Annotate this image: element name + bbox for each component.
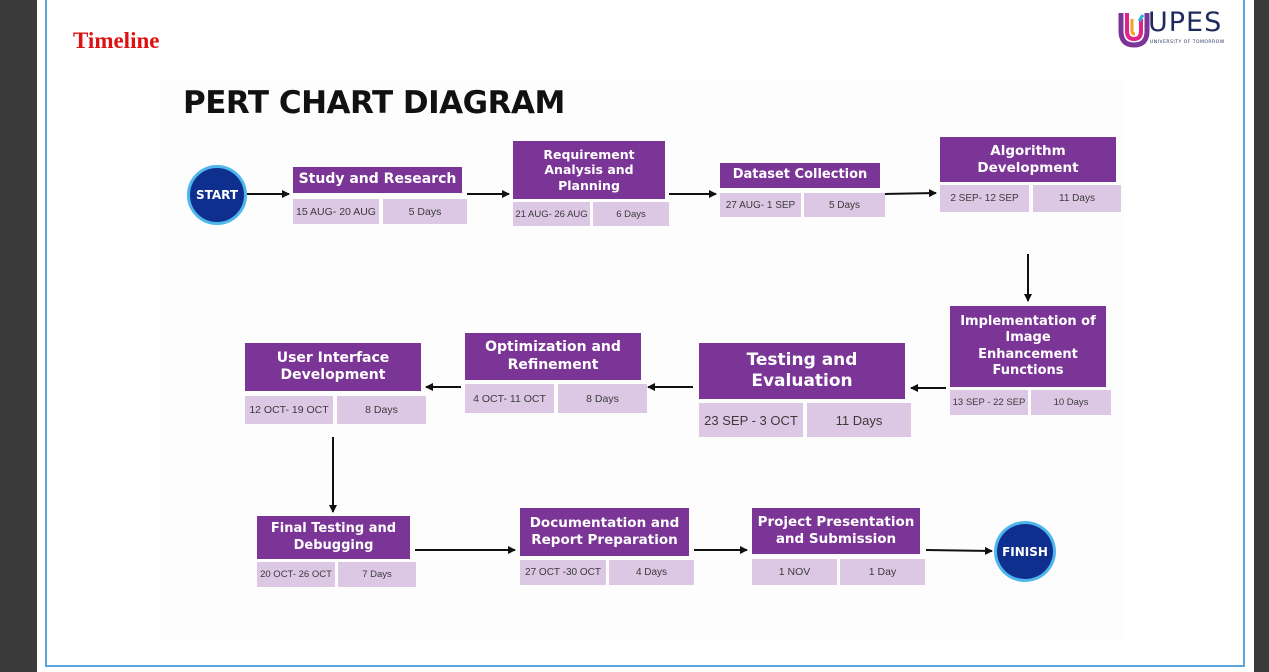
start-node: START — [187, 165, 247, 225]
task-testing-evaluation: Testing and Evaluation — [699, 343, 905, 399]
task-algorithm-development-dates: 2 SEP- 12 SEP — [940, 185, 1029, 212]
task-algorithm-development-duration: 11 Days — [1033, 185, 1121, 212]
task-presentation: Project Presentation and Submission — [752, 508, 920, 554]
task-dataset-collection: Dataset Collection — [720, 163, 880, 188]
task-study-research-duration: 5 Days — [383, 199, 467, 224]
task-user-interface-duration: 8 Days — [337, 396, 426, 424]
upes-logo-mark-icon — [1118, 13, 1150, 48]
finish-node: FINISH — [994, 521, 1056, 582]
task-final-testing-dates: 20 OCT- 26 OCT — [257, 562, 335, 587]
task-dataset-collection-dates: 27 AUG- 1 SEP — [720, 193, 801, 217]
task-testing-evaluation-duration: 11 Days — [807, 403, 911, 437]
slide-title: Timeline — [73, 28, 160, 53]
task-presentation-dates: 1 NOV — [752, 559, 837, 585]
task-study-research: Study and Research — [293, 167, 462, 193]
task-documentation-dates: 27 OCT -30 OCT — [520, 560, 606, 585]
task-testing-evaluation-dates: 23 SEP - 3 OCT — [699, 403, 803, 437]
task-requirement-analysis-duration: 6 Days — [593, 202, 669, 226]
task-dataset-collection-duration: 5 Days — [804, 193, 885, 217]
task-requirement-analysis: Requirement Analysis and Planning — [513, 141, 665, 199]
task-implementation-duration: 10 Days — [1031, 390, 1111, 415]
task-presentation-duration: 1 Day — [840, 559, 925, 585]
slide-frame — [45, 0, 1245, 667]
upes-logo: UPES UNIVERSITY OF TOMORROW — [1118, 7, 1240, 49]
logo-wordmark: UPES — [1148, 7, 1223, 38]
task-optimization: Optimization and Refinement — [465, 333, 641, 380]
task-implementation-dates: 13 SEP - 22 SEP — [950, 390, 1028, 415]
task-user-interface: User Interface Development — [245, 343, 421, 391]
diagram-title: PERT CHART DIAGRAM — [183, 85, 565, 121]
task-algorithm-development: Algorithm Development — [940, 137, 1116, 182]
task-optimization-duration: 8 Days — [558, 384, 647, 413]
task-optimization-dates: 4 OCT- 11 OCT — [465, 384, 554, 413]
logo-tagline: UNIVERSITY OF TOMORROW — [1150, 40, 1225, 45]
task-study-research-dates: 15 AUG- 20 AUG — [293, 199, 379, 224]
task-user-interface-dates: 12 OCT- 19 OCT — [245, 396, 333, 424]
task-requirement-analysis-dates: 21 AUG- 26 AUG — [513, 202, 590, 226]
task-final-testing: Final Testing and Debugging — [257, 516, 410, 559]
task-documentation: Documentation and Report Preparation — [520, 508, 689, 556]
task-implementation: Implementation of Image Enhancement Func… — [950, 306, 1106, 387]
task-documentation-duration: 4 Days — [609, 560, 694, 585]
task-final-testing-duration: 7 Days — [338, 562, 416, 587]
